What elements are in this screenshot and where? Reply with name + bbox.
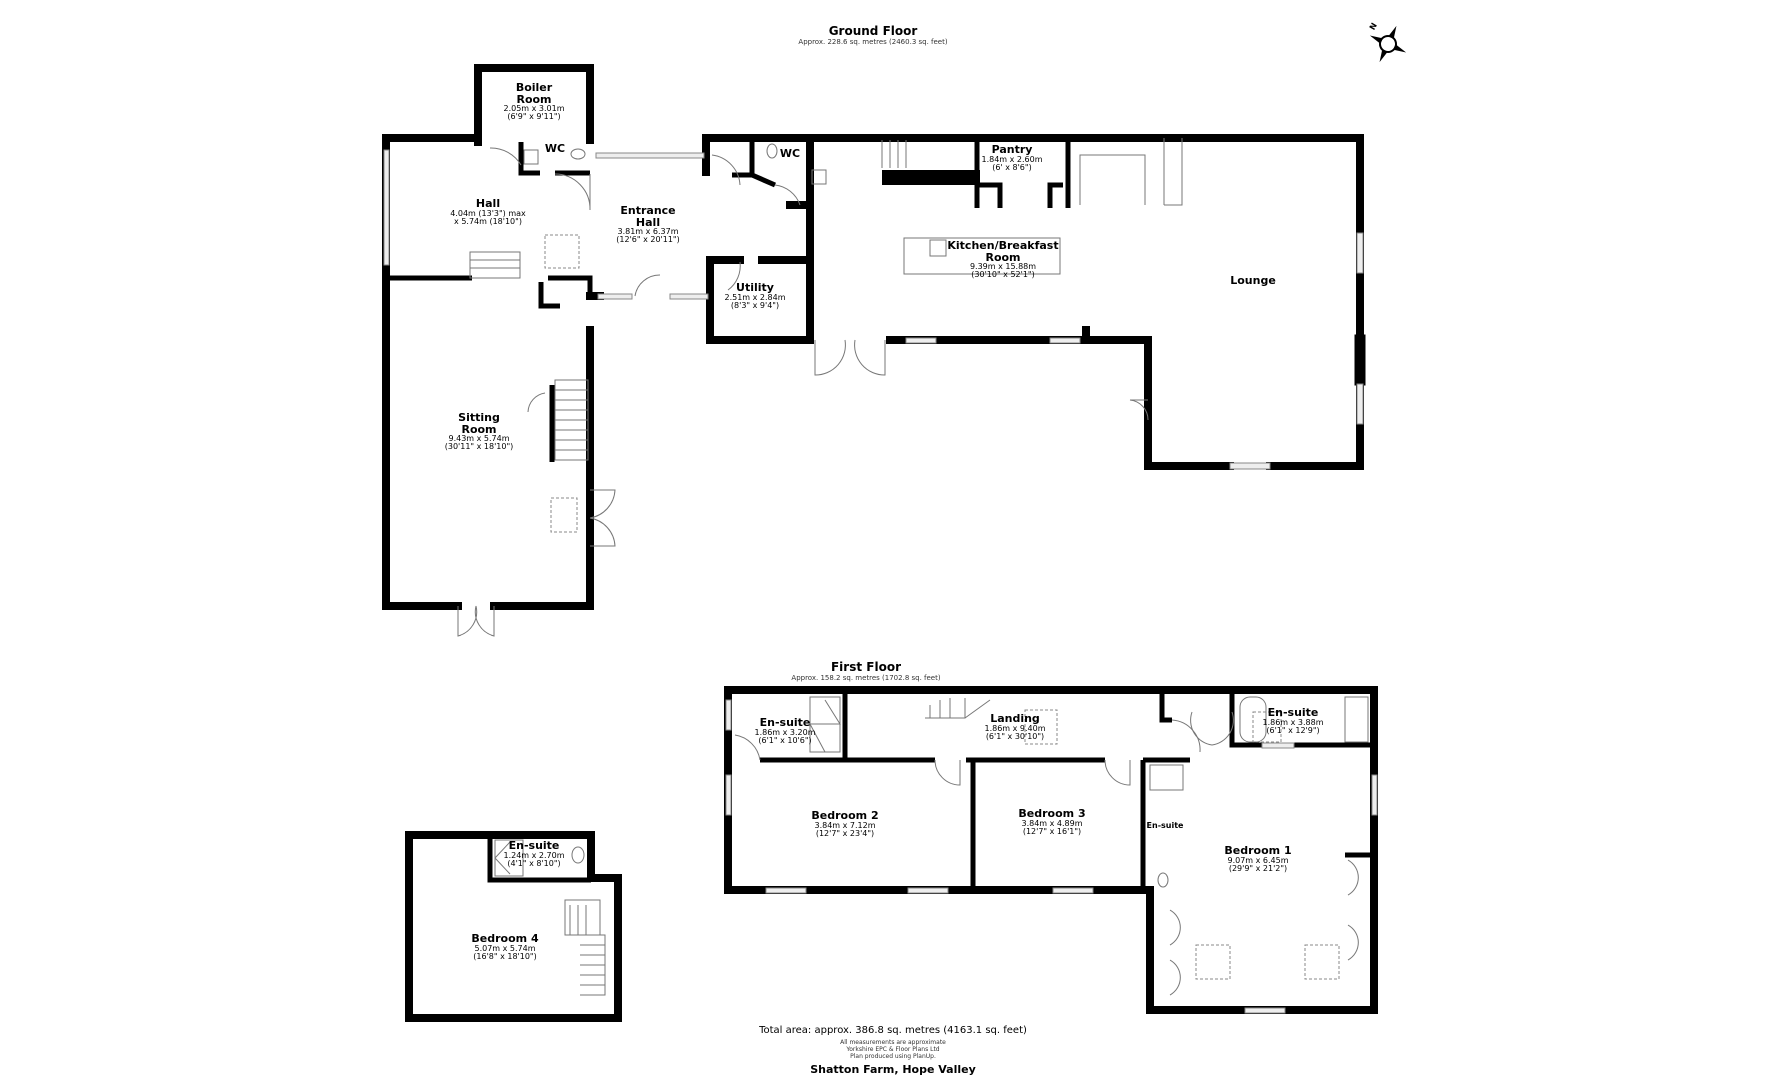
property-name: Shatton Farm, Hope Valley (810, 1063, 976, 1076)
room-boiler-room: Boiler Room 2.05m x 3.01m (6'9" x 9'11") (503, 81, 565, 122)
room-kitchen-breakfast: Kitchen/Breakfast Room 9.39m x 15.88m (3… (947, 239, 1059, 280)
compass-icon (1369, 25, 1407, 63)
room-bedroom-2: Bedroom 2 3.84m x 7.12m (12'7" x 23'4") (811, 809, 879, 838)
room-utility: Utility 2.51m x 2.84m (8'3" x 9'4") (724, 281, 786, 310)
room-wc-entrance: WC (779, 147, 801, 160)
first-floor-heading: First Floor Approx. 158.2 sq. metres (17… (791, 660, 940, 682)
room-ensuite-bed2: En-suite 1.86m x 3.20m (6'1" x 10'6") (754, 716, 816, 745)
ground-floor-walls (382, 64, 1366, 637)
room-hall: Hall 4.04m (13'3") max x 5.74m (18'10") (450, 197, 526, 226)
footer: Total area: approx. 386.8 sq. metres (41… (759, 1025, 1027, 1076)
room-bedroom-1: Bedroom 1 9.07m x 6.45m (29'9" x 21'2") (1224, 844, 1292, 873)
ground-floor-title: Ground Floor (828, 24, 918, 38)
first-floor-walls (405, 686, 1378, 1022)
room-ensuite-bed4: En-suite 1.24m x 2.70m (4'1" x 8'10") (503, 839, 565, 868)
room-landing: Landing 1.86m x 9.40m (6'1" x 30'10") (984, 712, 1046, 741)
room-entrance-hall: Entrance Hall 3.81m x 6.37m (12'6" x 20'… (616, 204, 680, 245)
room-pantry: Pantry 1.84m x 2.60m (6' x 8'6") (981, 143, 1043, 172)
room-ensuite-bed3: En-suite (1146, 821, 1184, 830)
room-bedroom-4: Bedroom 4 5.07m x 5.74m (16'8" x 18'10") (471, 932, 539, 961)
footer-note-company: Yorkshire EPC & Floor Plans Ltd (846, 1046, 940, 1053)
room-wc-hall: WC (544, 142, 566, 155)
ground-floor-area: Approx. 228.6 sq. metres (2460.3 sq. fee… (798, 38, 948, 46)
footer-note-software: Plan produced using PlanUp. (850, 1053, 936, 1060)
room-ensuite-bed1: En-suite 1.86m x 3.88m (6'1" x 12'9") (1262, 706, 1324, 735)
room-lounge: Lounge (1230, 274, 1276, 287)
footer-note-measurements: All measurements are approximate (840, 1039, 946, 1046)
first-floor-area: Approx. 158.2 sq. metres (1702.8 sq. fee… (791, 674, 941, 682)
room-sitting-room: Sitting Room 9.43m x 5.74m (30'11" x 18'… (444, 411, 514, 452)
room-bedroom-3: Bedroom 3 3.84m x 4.89m (12'7" x 16'1") (1018, 807, 1086, 836)
ground-floor-heading: Ground Floor Approx. 228.6 sq. metres (2… (798, 24, 947, 46)
first-floor-title: First Floor (830, 660, 901, 674)
total-area: Total area: approx. 386.8 sq. metres (41… (759, 1025, 1027, 1036)
